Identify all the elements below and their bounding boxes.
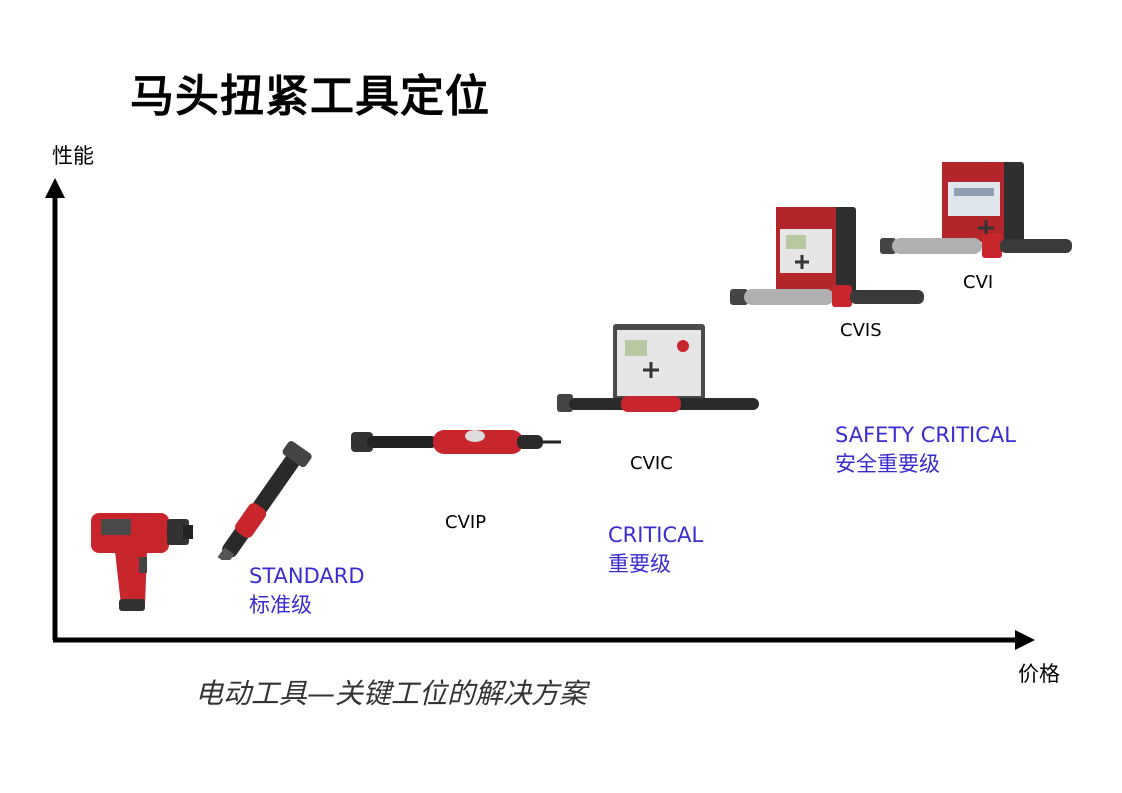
category-standard: STANDARD 标准级 — [249, 562, 365, 620]
cvi-label: CVI — [963, 272, 994, 293]
category-standard-zh: 标准级 — [249, 593, 312, 617]
x-axis-label: 价格 — [1018, 662, 1060, 686]
angle-nutrunner-image — [217, 441, 312, 560]
cvic-system-image — [557, 324, 759, 412]
cvis-system-image — [730, 207, 924, 307]
category-safety-critical-en: SAFETY CRITICAL — [835, 423, 1016, 447]
category-safety-critical-zh: 安全重要级 — [835, 452, 940, 476]
category-critical: CRITICAL 重要级 — [608, 521, 703, 579]
impact-wrench-image — [91, 513, 193, 611]
category-critical-en: CRITICAL — [608, 523, 704, 547]
cvip-label: CVIP — [445, 512, 487, 533]
category-standard-en: STANDARD — [249, 564, 365, 588]
cvip-tool-image — [351, 430, 561, 454]
page-title: 马头扭紧工具定位 — [130, 71, 490, 122]
category-critical-zh: 重要级 — [608, 552, 671, 576]
cvi-system-image — [880, 162, 1072, 258]
y-axis-arrowhead — [45, 178, 65, 198]
cvis-label: CVIS — [840, 320, 882, 341]
caption: 电动工具—关键工位的解决方案 — [195, 677, 588, 710]
y-axis-label: 性能 — [52, 144, 94, 168]
cvic-label: CVIC — [630, 453, 673, 474]
category-safety-critical: SAFETY CRITICAL 安全重要级 — [835, 421, 1016, 479]
x-axis-arrowhead — [1015, 630, 1035, 650]
